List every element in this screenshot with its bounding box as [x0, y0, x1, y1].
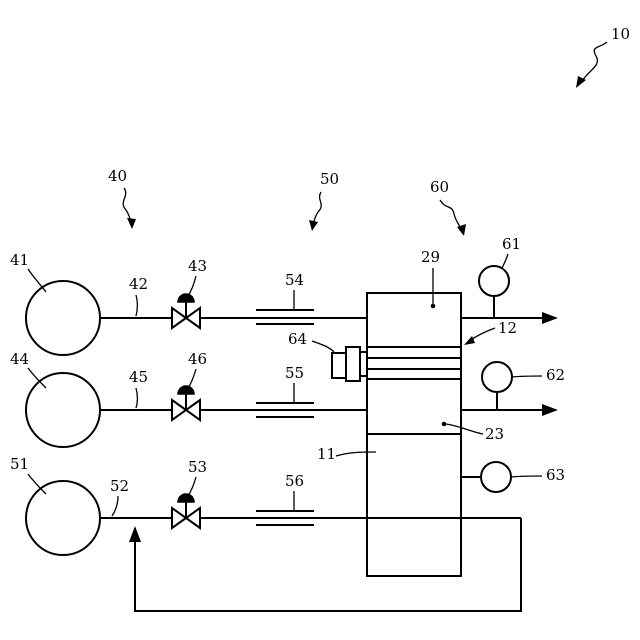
- system-reference: 10: [576, 25, 630, 88]
- gauge-63: [481, 462, 511, 492]
- valve-43: [172, 294, 200, 328]
- region-top-dot: [431, 304, 436, 309]
- label-gauge-61: 61: [502, 235, 521, 253]
- label-line-45: 45: [129, 368, 148, 386]
- group-ref-60: 60: [430, 178, 466, 236]
- label-valve-46: 46: [188, 350, 207, 368]
- label-meter-54: 54: [285, 271, 304, 289]
- label-line-42: 42: [129, 275, 148, 293]
- label-tank-51: 51: [10, 455, 29, 473]
- label-valve-43: 43: [188, 257, 207, 275]
- label-group-40: 40: [108, 167, 127, 185]
- gauge-61: [479, 266, 509, 296]
- label-valve-53: 53: [188, 458, 207, 476]
- label-gauge-62: 62: [546, 366, 565, 384]
- supply-line-3: 51 52 53 56 63: [10, 455, 565, 611]
- valve-46: [172, 386, 200, 420]
- label-body: 11: [317, 445, 336, 463]
- label-meter-55: 55: [285, 364, 304, 382]
- supply-line-2: 44 45 46 55 62: [10, 350, 565, 447]
- region-low-leader: [446, 424, 483, 434]
- label-gauge-63: 63: [546, 466, 565, 484]
- label-group-60: 60: [430, 178, 449, 196]
- label-tank-41: 41: [10, 251, 29, 269]
- label-meter-56: 56: [285, 472, 304, 490]
- tank-51: [26, 481, 100, 555]
- tank-44: [26, 373, 100, 447]
- label-layer: 12: [498, 319, 517, 337]
- label-region-low: 23: [485, 425, 504, 443]
- label-system: 10: [611, 25, 630, 43]
- valve-53: [172, 494, 200, 528]
- label-group-50: 50: [320, 170, 339, 188]
- label-tank-44: 44: [10, 350, 29, 368]
- body-leader: [336, 452, 376, 456]
- label-region-top: 29: [421, 248, 440, 266]
- group-ref-50: 50: [309, 170, 339, 231]
- gauge-62: [482, 362, 512, 392]
- tank-41: [26, 281, 100, 355]
- region-low-dot: [442, 422, 447, 427]
- label-line-52: 52: [110, 477, 129, 495]
- label-heater-64: 64: [288, 330, 307, 348]
- group-ref-40: 40: [108, 167, 136, 229]
